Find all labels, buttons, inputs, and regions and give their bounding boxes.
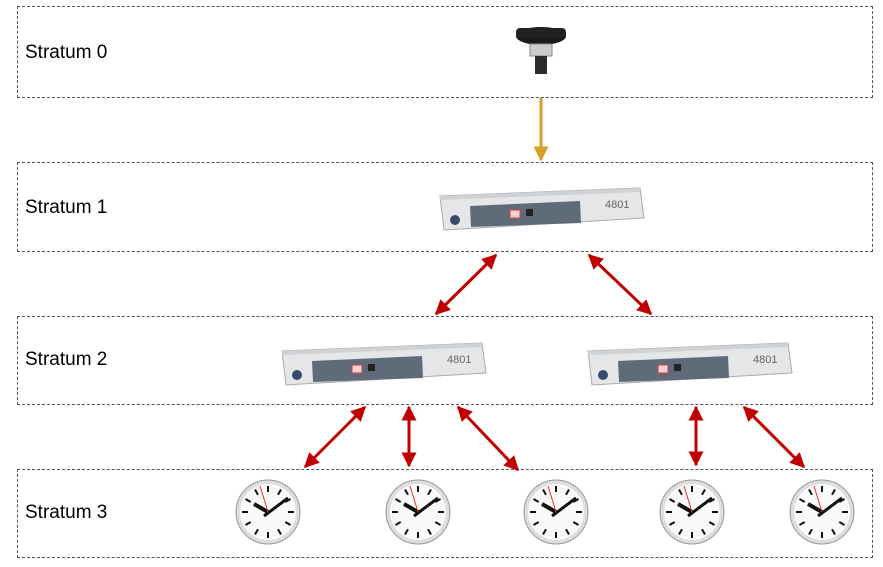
wall-clock-icon-4 [658, 478, 726, 546]
wall-clock-icon-1 [234, 478, 302, 546]
sync-arrow-s2-clock-5 [742, 405, 806, 469]
stratum-2-server-right-icon [587, 342, 793, 386]
sync-arrow-s2-clock-1 [303, 405, 367, 469]
stratum-2-server-left-icon [281, 342, 487, 386]
stratum-0-label: Stratum 0 [25, 42, 108, 63]
stratum-2-box: Stratum 2 [17, 316, 873, 405]
sync-arrow-s1-s2-left [434, 253, 498, 316]
stratum-2-label: Stratum 2 [25, 349, 108, 370]
stratum-1-server-icon [439, 187, 645, 231]
stratum-3-box: Stratum 3 [17, 469, 873, 558]
wall-clock-icon-2 [384, 478, 452, 546]
gps-antenna-icon [516, 27, 566, 74]
wall-clock-icon-5 [788, 478, 856, 546]
sync-arrow-s2-clock-3 [456, 405, 520, 472]
stratum-1-label: Stratum 1 [25, 197, 108, 218]
stratum-3-label: Stratum 3 [25, 502, 108, 523]
stratum-0-box: Stratum 0 [17, 6, 873, 98]
sync-arrow-s1-s2-right [587, 253, 653, 316]
wall-clock-icon-3 [522, 478, 590, 546]
stratum-1-box: Stratum 1 [17, 162, 873, 252]
